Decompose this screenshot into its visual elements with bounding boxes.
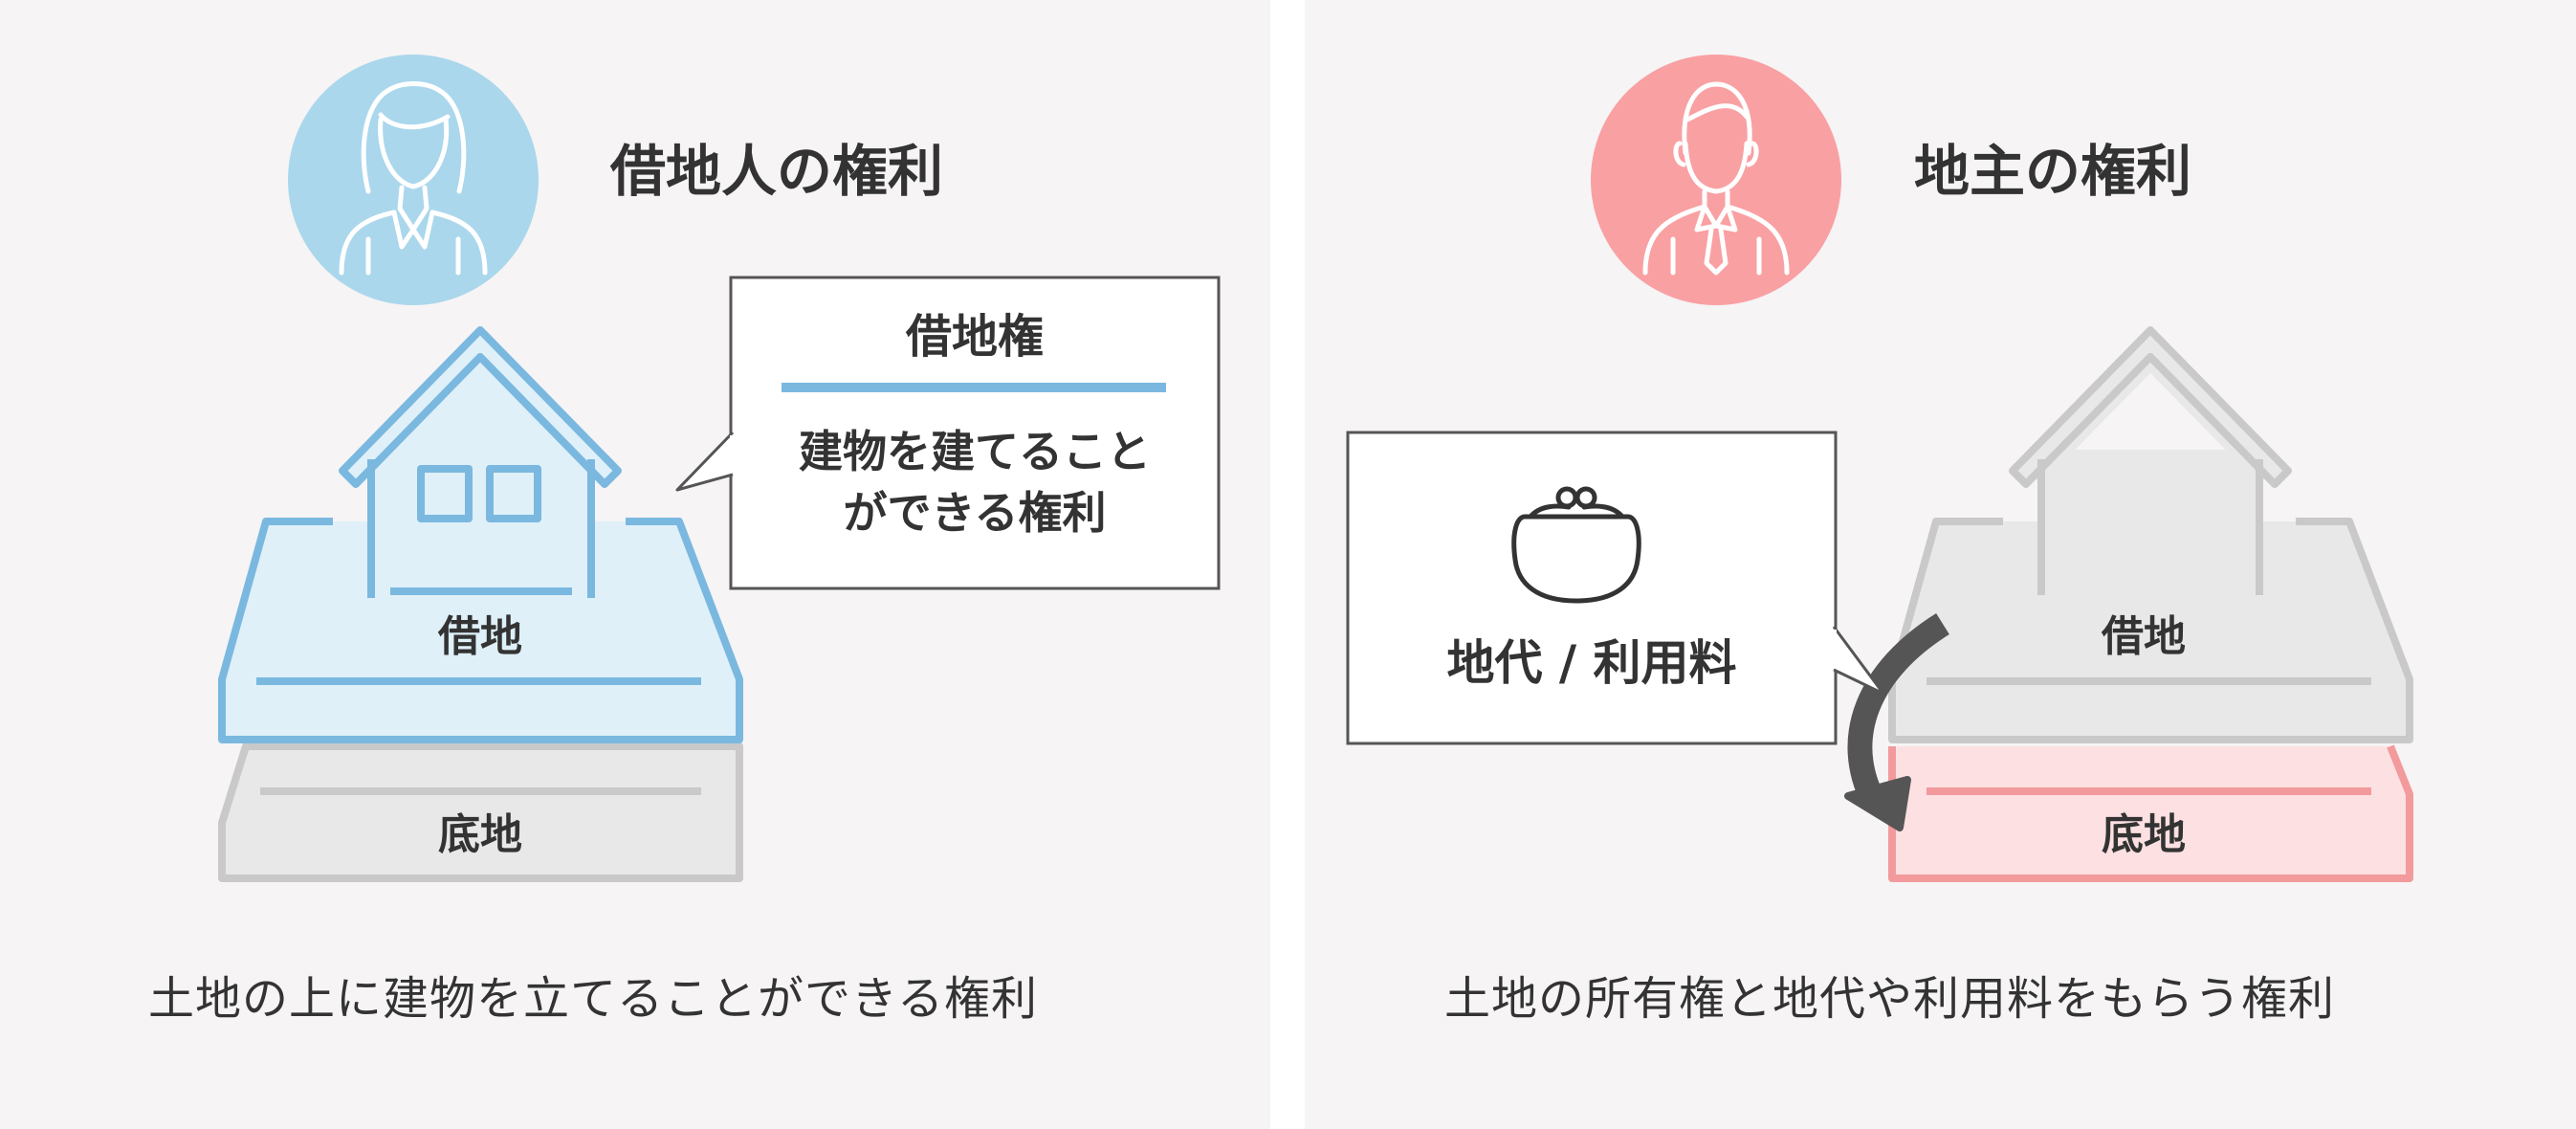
tenant-callout: 借地権 建物を建てること ができる権利 (675, 276, 1221, 590)
landowner-caption: 土地の所有権と地代や利用料をもらう権利 (1444, 972, 2336, 1026)
layer-bottom-label: 底地 (438, 810, 522, 859)
bottom-land-layer (1888, 744, 2413, 882)
businesswoman-icon (339, 81, 488, 276)
callout-text: 地代 / 利用料 (1446, 635, 1736, 691)
landowner-panel: 借地 底地 地代 / 利用料 地主の権利 土地の所有権と地代や利用料をもらう権利 (1305, 0, 2576, 1129)
tenant-illustration: 借地 底地 借地権 建物を建てること ができる権利 (218, 55, 1221, 882)
house-window (486, 465, 541, 522)
callout-pointer (675, 431, 735, 492)
callout-pointer (1832, 626, 1885, 696)
house-icon (339, 326, 622, 598)
callout-title: 借地権 (905, 310, 1044, 364)
callout-line-1: 建物を建てること (799, 426, 1151, 477)
house-icon (2009, 326, 2292, 595)
landowner-avatar (1591, 55, 1841, 305)
top-land-layer (1888, 518, 2413, 743)
layer-bottom-label: 底地 (2102, 810, 2186, 859)
layer-top-label: 借地 (2101, 612, 2186, 661)
businessman-icon (1642, 81, 1790, 276)
layer-top-label: 借地 (437, 612, 522, 661)
tenant-avatar (288, 55, 539, 305)
tenant-caption: 土地の上に建物を立てることができる権利 (148, 972, 1039, 1026)
tenant-title: 借地人の権利 (610, 139, 944, 204)
bottom-land-layer (218, 742, 743, 882)
callout-box (1346, 431, 1838, 745)
coin-purse-icon (1511, 486, 1641, 604)
callout-line-2: ができる権利 (843, 487, 1106, 539)
callout-box (729, 276, 1221, 590)
landowner-title: 地主の権利 (1914, 139, 2192, 204)
tenant-panel: 借地 底地 借地権 建物を建てること ができる権利 借地人の権利 土地の上に建物… (0, 0, 1270, 1129)
landowner-illustration: 借地 底地 地代 / 利用料 (1346, 55, 2413, 882)
avatar-circle (288, 55, 539, 305)
curved-arrow-icon (1844, 612, 1949, 831)
avatar-circle (1591, 55, 1841, 305)
house-window (417, 465, 473, 522)
top-land-layer (218, 518, 743, 743)
landowner-callout: 地代 / 利用料 (1346, 431, 1885, 745)
